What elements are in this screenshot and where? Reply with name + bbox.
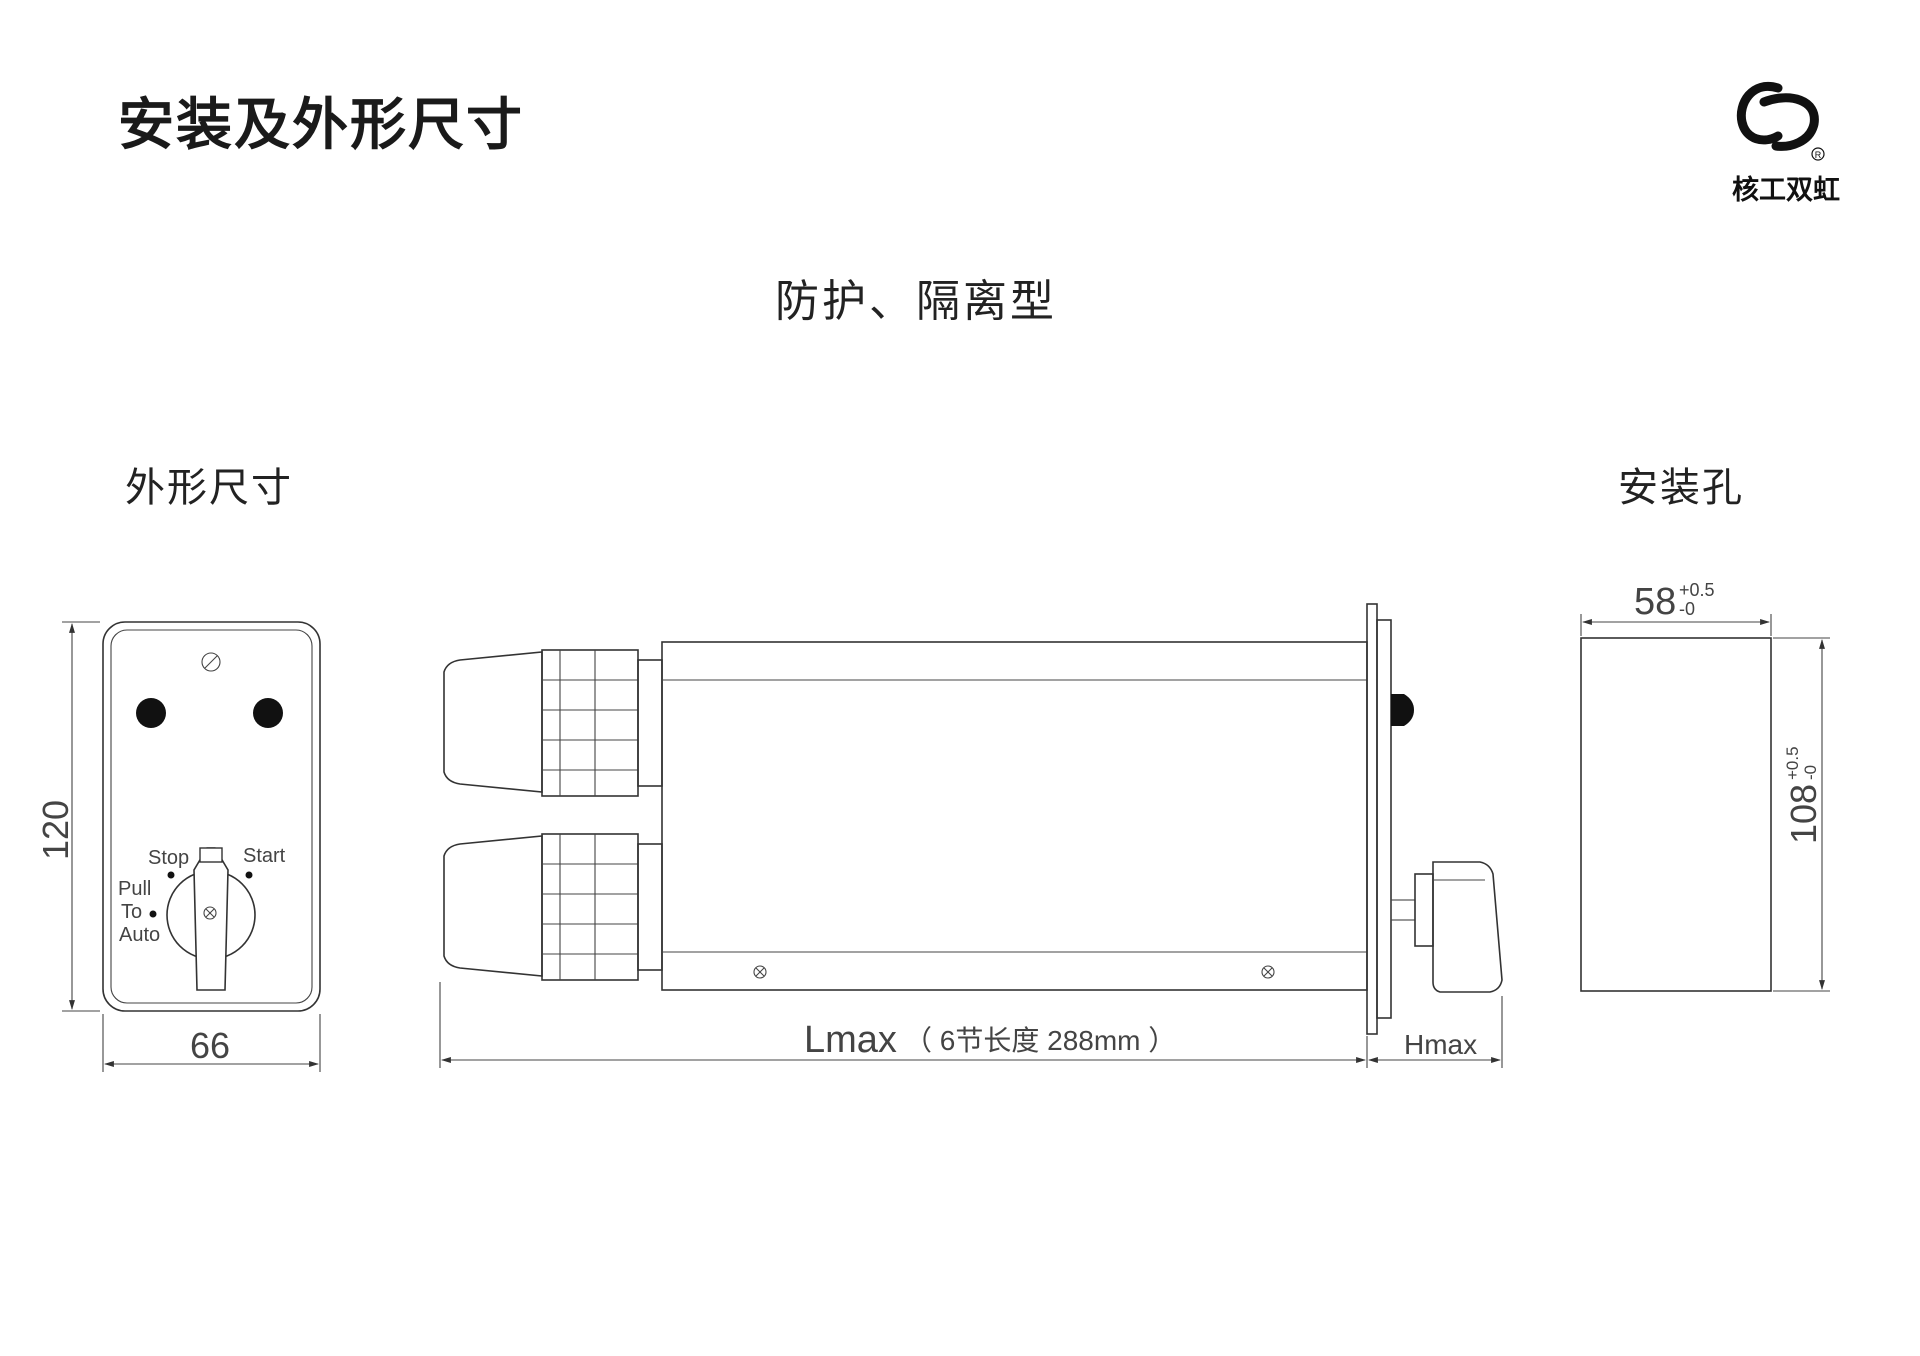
panel-flange	[1366, 603, 1378, 1035]
indicator-lamp-side	[1391, 694, 1414, 726]
svg-text:R: R	[1815, 150, 1822, 160]
front-width-dimension: 66	[190, 1025, 230, 1066]
selector-knob-side	[1432, 861, 1503, 993]
mounting-hole-cutout	[1580, 637, 1772, 992]
front-dimensions: 120 66	[35, 621, 321, 1072]
side-view	[443, 603, 1503, 1035]
hole-width-tolerance-upper: +0.5	[1679, 580, 1715, 600]
brand-logo-icon: R	[1736, 81, 1825, 161]
height-dimension-label: Hmax	[1404, 1029, 1477, 1060]
switch-label-stop: Stop	[148, 847, 189, 869]
terminal-plug-lower	[443, 833, 663, 981]
front-inner-frame	[110, 629, 313, 1004]
terminal-plug-upper	[443, 649, 663, 797]
type-subtitle: 防护、隔离型	[775, 276, 1057, 327]
switch-label-pull: Pull	[118, 878, 151, 900]
switch-label-to: To	[121, 901, 142, 923]
mounting-panel	[1376, 619, 1392, 1019]
hole-width-tolerance-lower: -0	[1679, 599, 1695, 619]
side-dimensions: Lmax （ 6节长度 288mm ） Hmax	[439, 982, 1503, 1068]
switch-label-auto: Auto	[119, 924, 160, 946]
front-view: Stop Start Pull To Auto	[102, 621, 321, 1012]
hole-height-tolerance-lower: -0	[1801, 765, 1820, 780]
switch-label-start: Start	[243, 845, 286, 867]
page-title: 安装及外形尺寸	[118, 93, 524, 158]
front-outer-frame	[102, 621, 321, 1012]
outline-dimensions-heading: 外形尺寸	[125, 465, 293, 511]
screw-icon	[201, 652, 221, 672]
registered-mark-icon	[1811, 147, 1825, 161]
indicator-lamp-left	[136, 698, 166, 728]
relay-housing	[661, 641, 1368, 991]
length-dimension-label: Lmax	[804, 1019, 897, 1061]
length-dimension-note: （ 6节长度 288mm ）	[904, 1025, 1176, 1056]
hole-height-dimension: 108	[1783, 784, 1824, 844]
indicator-lamp-right	[253, 698, 283, 728]
mounting-hole-heading: 安装孔	[1618, 465, 1744, 511]
hole-height-tolerance-upper: +0.5	[1783, 746, 1802, 780]
brand-name: 核工双虹	[1732, 175, 1840, 206]
hole-width-dimension: 58	[1634, 581, 1676, 623]
housing-screw-right-icon	[1261, 965, 1275, 979]
housing-screw-left-icon	[753, 965, 767, 979]
switch-center-screw-icon	[203, 906, 217, 920]
mounting-hole-view: 58 +0.5 -0 108 +0.5 -0	[1580, 580, 1830, 992]
front-height-dimension: 120	[35, 800, 76, 860]
